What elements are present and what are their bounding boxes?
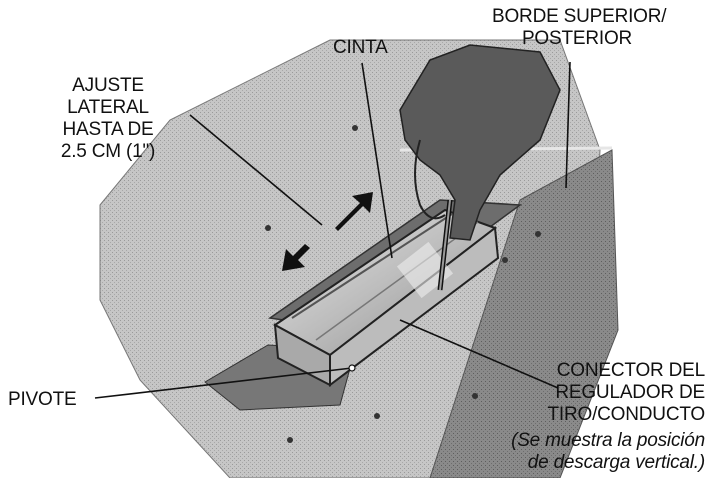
label-borde-line2: POSTERIOR (521, 28, 633, 49)
label-cinta-text: CINTA (333, 37, 388, 58)
leader-ajuste (189, 114, 323, 226)
label-note: (Se muestra la posición de descarga vert… (460, 430, 705, 474)
label-ajuste-line1: AJUSTE (72, 75, 144, 96)
label-conector: CONECTOR DEL REGULADOR DE TIRO/CONDUCTO (515, 360, 706, 426)
label-note-line2: de descarga vertical.) (527, 452, 705, 473)
label-note-line1: (Se muestra la posición (511, 430, 705, 451)
label-ajuste-line3: HASTA DE (62, 119, 154, 140)
label-borde-line1: BORDE SUPERIOR/ (492, 6, 667, 27)
label-borde-superior: BORDE SUPERIOR/ POSTERIOR (492, 6, 667, 50)
label-conector-line1: CONECTOR DEL (556, 360, 705, 381)
label-conector-line3: TIRO/CONDUCTO (547, 404, 706, 425)
leader-cinta (361, 62, 393, 259)
leader-borde (565, 61, 571, 189)
label-pivote: PIVOTE (8, 389, 77, 411)
leader-lines (94, 61, 571, 399)
leader-pivote (94, 367, 353, 399)
hand-with-screwdriver (399, 44, 561, 291)
leader-conector (399, 319, 559, 389)
label-conector-line2: REGULADOR DE (555, 382, 705, 403)
label-cinta: CINTA (333, 37, 388, 59)
arrow-up-right-icon (335, 192, 373, 231)
adjustment-arrows (282, 192, 373, 271)
arrow-down-left-icon (282, 244, 310, 271)
label-ajuste-line2: LATERAL (67, 97, 149, 118)
pivot-point (348, 364, 356, 372)
label-ajuste-line4: 2.5 CM (1") (60, 141, 156, 162)
label-ajuste-lateral: AJUSTE LATERAL HASTA DE 2.5 CM (1") (52, 75, 164, 163)
label-pivote-text: PIVOTE (8, 389, 77, 410)
